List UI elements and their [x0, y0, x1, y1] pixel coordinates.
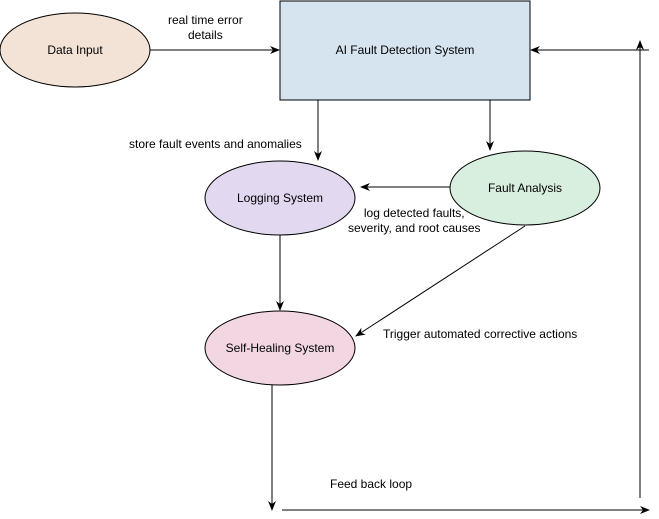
trigger-actions-label: Trigger automated corrective actions: [383, 327, 578, 341]
ai-fault-detection-label: AI Fault Detection System: [335, 43, 475, 57]
fault-analysis-node[interactable]: [449, 150, 601, 226]
realtime-error-label: real time error details: [168, 13, 243, 42]
edge-analysis-to-selfhealing: [355, 225, 526, 337]
store-faults-label: store fault events and anomalies: [129, 137, 302, 151]
ai-fault-detection-node[interactable]: [279, 0, 531, 101]
self-healing-label: Self-Healing System: [225, 341, 335, 355]
self-healing-node[interactable]: [204, 310, 356, 386]
log-detected-label: log detected faults, severity, and root …: [348, 206, 481, 235]
fault-analysis-label: Fault Analysis: [487, 181, 563, 195]
logging-system-label: Logging System: [236, 191, 324, 205]
feedback-loop-label: Feed back loop: [330, 477, 413, 491]
data-input-label: Data Input: [47, 43, 103, 57]
